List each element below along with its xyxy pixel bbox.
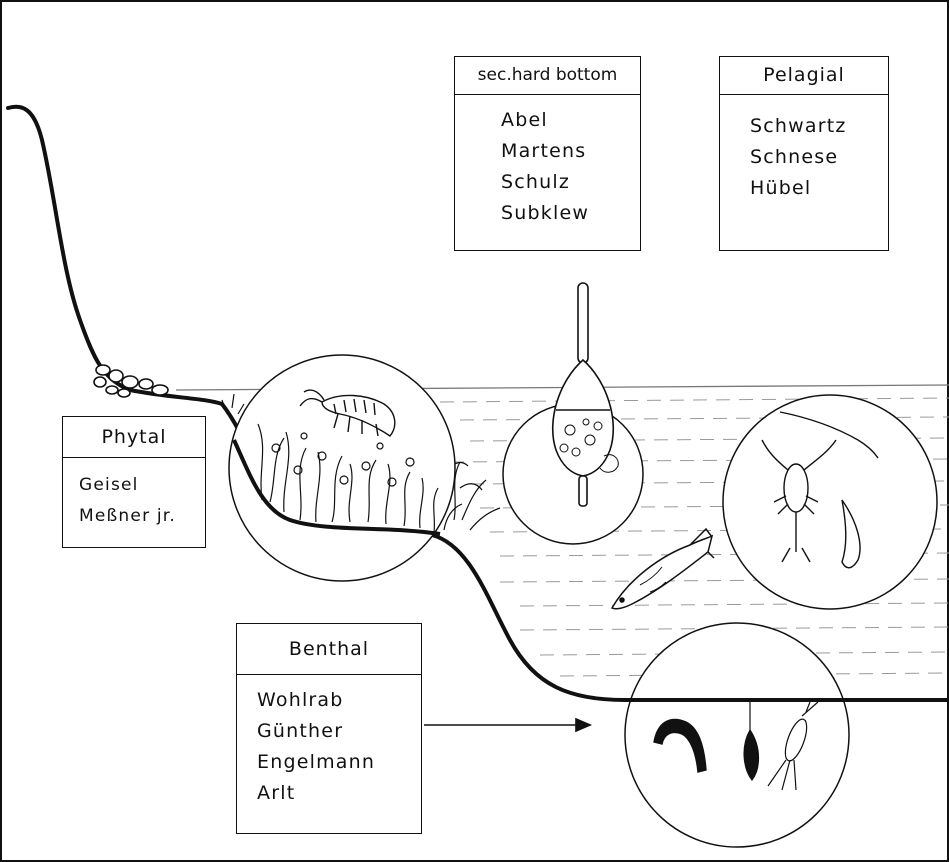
hard-bottom-names: Abel Martens Schulz Subklew bbox=[455, 95, 640, 229]
benthal-box: Benthal Wohlrab Günther Engelmann Arlt bbox=[236, 623, 422, 834]
pelagial-title: Pelagial bbox=[720, 57, 888, 95]
name-item: Hübel bbox=[750, 173, 888, 204]
benthal-title: Benthal bbox=[237, 624, 421, 675]
name-item: Arlt bbox=[257, 778, 421, 809]
name-item: Meßner jr. bbox=[79, 501, 205, 532]
name-item: Schwartz bbox=[750, 111, 888, 142]
hard-bottom-title: sec.hard bottom bbox=[455, 57, 640, 95]
phytal-title: Phytal bbox=[63, 417, 205, 458]
name-item: Geisel bbox=[79, 470, 205, 501]
fish-icon bbox=[612, 529, 714, 609]
phytal-box: Phytal Geisel Meßner jr. bbox=[62, 416, 206, 548]
benthal-arrow bbox=[424, 719, 590, 731]
name-item: Martens bbox=[501, 136, 640, 167]
hard-bottom-box: sec.hard bottom Abel Martens Schulz Subk… bbox=[454, 56, 641, 251]
name-item: Schnese bbox=[750, 142, 888, 173]
pelagial-names: Schwartz Schnese Hübel bbox=[720, 95, 888, 204]
name-item: Schulz bbox=[501, 167, 640, 198]
phytal-names: Geisel Meßner jr. bbox=[63, 458, 205, 532]
name-item: Subklew bbox=[501, 198, 640, 229]
name-item: Abel bbox=[501, 105, 640, 136]
name-item: Wohlrab bbox=[257, 685, 421, 716]
phytal-circle bbox=[229, 355, 455, 581]
benthal-names: Wohlrab Günther Engelmann Arlt bbox=[237, 675, 421, 809]
name-item: Günther bbox=[257, 716, 421, 747]
pelagial-box: Pelagial Schwartz Schnese Hübel bbox=[719, 56, 889, 251]
name-item: Engelmann bbox=[257, 747, 421, 778]
